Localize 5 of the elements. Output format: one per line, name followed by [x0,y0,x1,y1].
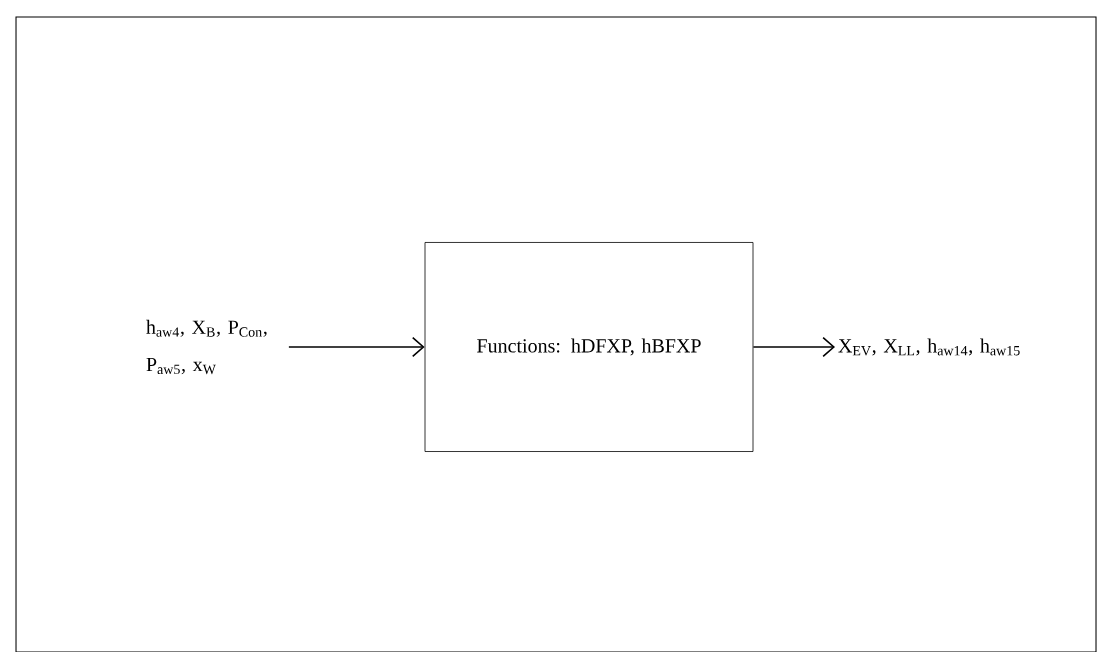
output-variables: X$_{EV}$, X$_{LL}$, h$_{aw14}$, h$_{aw15}$ [838,338,1020,356]
arrow [752,336,835,358]
arrow [288,336,425,358]
function-box: Functions: hDFXP, hBFXP [424,242,754,452]
input-variables: h$_{aw4}$, X$_{B}$, P$_{Con}$, P$_{aw5}$, x$_{W}$ [146,319,267,375]
